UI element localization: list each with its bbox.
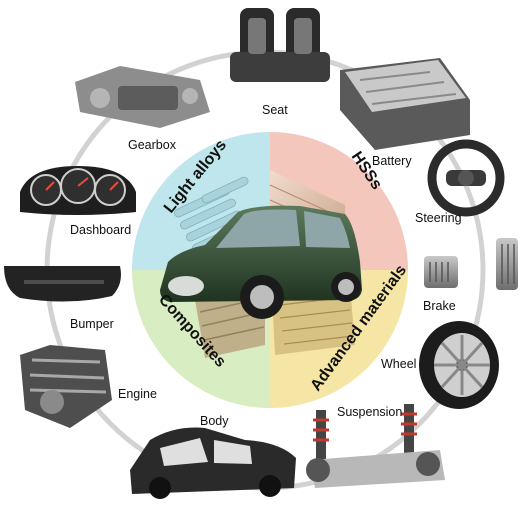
steering-image [427,139,505,217]
label-body: Body [200,414,229,428]
label-dashboard: Dashboard [70,223,132,237]
label-gearbox: Gearbox [128,138,176,152]
label-seat: Seat [262,103,288,117]
label-suspension: Suspension [337,405,403,419]
label-engine: Engine [118,387,157,401]
battery-image [340,58,470,150]
dashboard-image [20,166,136,215]
bumper-image [4,266,121,302]
label-wheel: Wheel [381,357,417,371]
wheel-image [419,321,499,409]
car-image [160,205,362,319]
body-image [130,427,296,499]
engine-image [20,345,112,428]
seat-image [230,8,330,82]
brake-image [424,238,518,290]
label-bumper: Bumper [70,317,114,331]
label-brake: Brake [423,299,456,313]
gearbox-image [75,66,210,128]
honeycomb-image [272,285,355,355]
suspension-image [306,404,445,488]
label-steering: Steering [415,211,462,225]
label-battery: Battery [372,154,412,168]
